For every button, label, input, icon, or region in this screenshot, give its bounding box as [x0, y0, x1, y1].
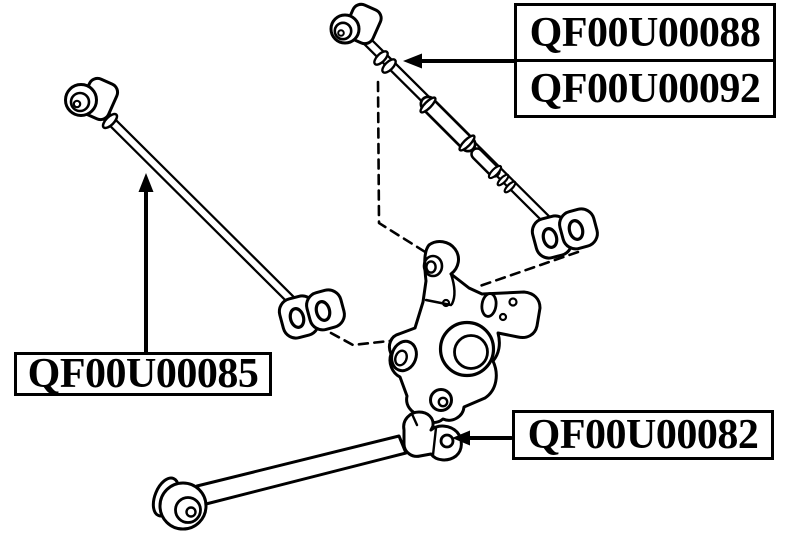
part-number: QF00U00092 [529, 65, 761, 112]
mount-collar [480, 292, 498, 318]
part-label-lower-arm[interactable]: QF00U00082 [512, 410, 774, 460]
upper-ear-hole [425, 260, 437, 274]
left-lateral-rod [64, 76, 346, 340]
guide-line-left-rod-to-knuckle [329, 331, 409, 347]
pointer-arrow-left-rod [138, 173, 154, 354]
adjuster-ring [373, 50, 389, 66]
part-number: QF00U00085 [27, 351, 259, 397]
fork-bolt-hole [439, 433, 455, 449]
rod-end-bushing [64, 76, 120, 122]
pointer-arrows [138, 53, 516, 446]
adjuster-barrel [470, 147, 517, 194]
mount-bolt-hole [498, 312, 508, 322]
mount-bolt-hole [508, 297, 518, 307]
lower-control-arm [151, 410, 463, 531]
knuckle-strut-contour [424, 298, 453, 307]
guide-line-upper-bushing-to-knuckle [475, 250, 580, 289]
arm-fork-end [402, 410, 463, 462]
guide-line-upper-rod-to-knuckle [376, 80, 432, 257]
part-number: QF00U00082 [527, 412, 759, 458]
left-boss-hole [394, 349, 408, 367]
hub-bore-outer [438, 320, 496, 378]
pointer-arrow-upper-rod [403, 53, 516, 69]
part-label-upper-rod[interactable]: QF00U00088 QF00U00092 [514, 3, 776, 118]
upper-lateral-rod [329, 2, 599, 260]
part-number: QF00U00088 [517, 6, 773, 62]
bottom-lug [429, 388, 453, 412]
arm-end-bushing [151, 476, 208, 531]
hub-bore-inner [453, 334, 489, 370]
part-label-left-rod[interactable]: QF00U00085 [14, 352, 272, 396]
pointer-arrow-lower-arm [452, 430, 513, 446]
rod-body-core [101, 111, 296, 305]
rod-end-bushing [329, 2, 383, 46]
rod-double-eye-end [530, 207, 599, 260]
assembly-guide-lines [329, 80, 580, 347]
adjuster-ring [381, 58, 397, 74]
rod-double-eye-end [277, 288, 346, 340]
strut-bolt-hole [441, 298, 451, 308]
rear-knuckle [387, 240, 542, 424]
upper-ear-face [422, 254, 444, 278]
arm-body [195, 434, 408, 506]
bottom-lug-hole [437, 396, 449, 408]
turnbuckle-sleeve [419, 95, 477, 153]
knuckle-strut-contour [449, 272, 456, 306]
